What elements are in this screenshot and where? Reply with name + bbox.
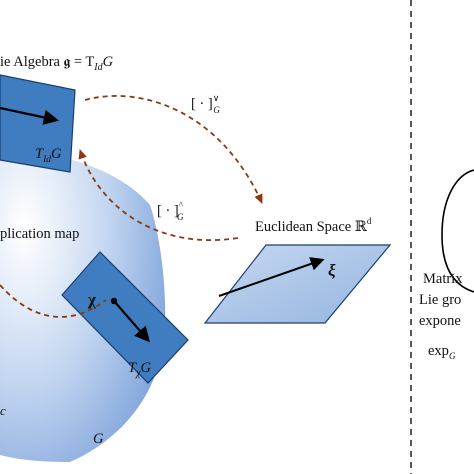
vee-map-label: [ · ]∨G: [191, 93, 220, 115]
euclidean-vector: [218, 257, 325, 297]
xi-label: ξ: [328, 261, 336, 280]
tangent-plane-chi: [61, 251, 189, 384]
edge-mark: c: [0, 403, 6, 418]
right-panel-line1: Matrix: [423, 271, 463, 287]
application-map-arc: [0, 284, 107, 318]
group-label: G: [93, 431, 104, 447]
lie-algebra-label: ie Algebra 𝖌 = TIdG: [0, 54, 114, 73]
right-panel-line2: Lie gro: [419, 292, 461, 308]
lie-group-circle: [441, 169, 474, 293]
lie-algebra-vector: [0, 106, 60, 125]
application-map-label: plication map: [0, 226, 79, 242]
tangent-id-label: TIdG: [35, 146, 62, 165]
hat-map-arrow: [78, 148, 239, 242]
exp-label: expG: [428, 343, 456, 361]
euclidean-label: Euclidean Space ℝd: [255, 216, 372, 235]
euclidean-plane: [203, 244, 392, 324]
vee-map-arrow: [84, 95, 263, 204]
right-panel-line3: expone: [419, 313, 461, 329]
tangent-chi-label: TχG: [128, 360, 151, 379]
hat-map-label: [ · ]^G: [157, 200, 184, 222]
tangent-plane-identity: [0, 74, 76, 173]
chi-label: χ: [87, 290, 96, 309]
tangent-vector-chi: [113, 300, 151, 343]
